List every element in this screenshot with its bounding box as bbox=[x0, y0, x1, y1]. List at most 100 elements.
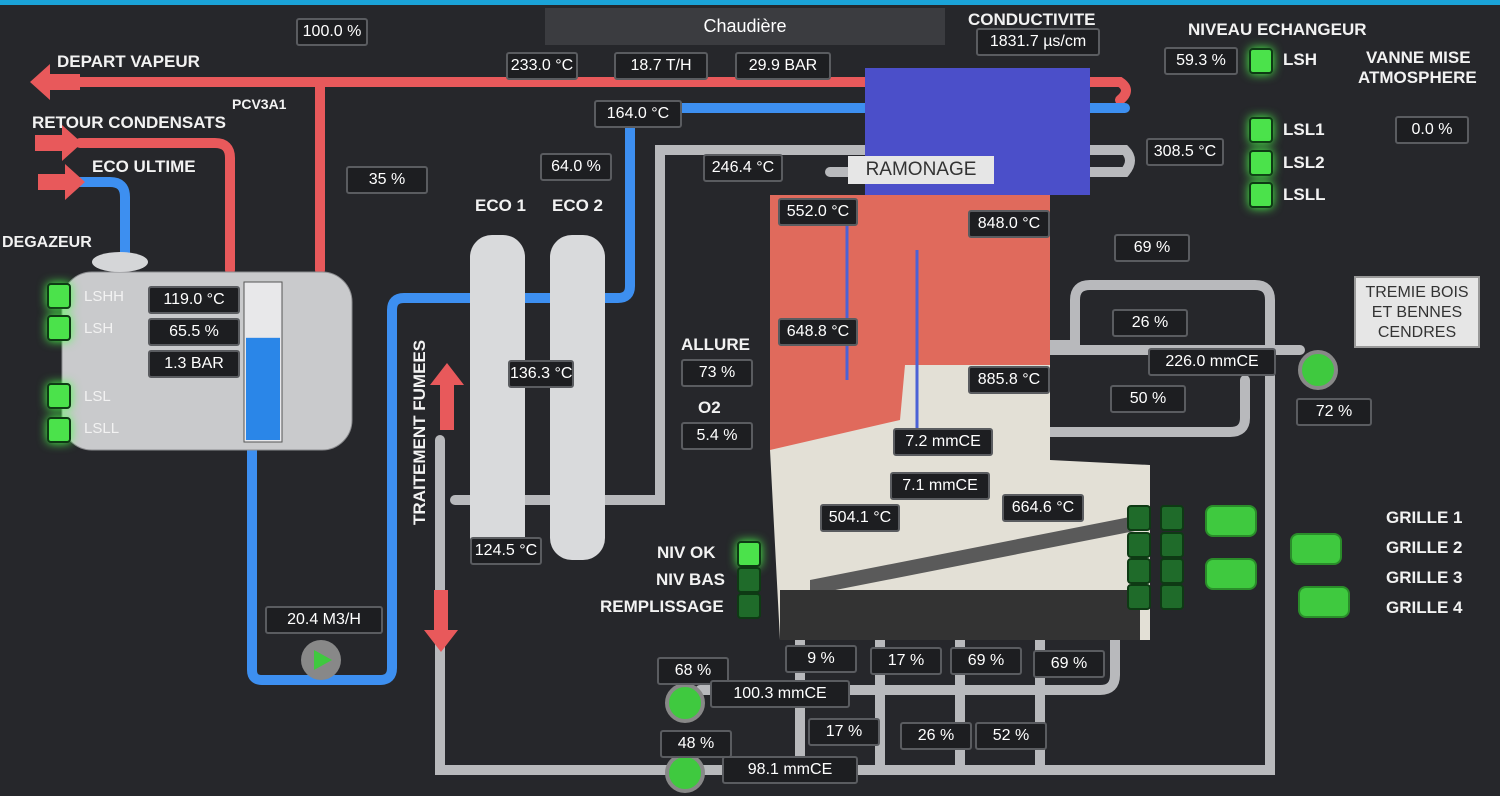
fan-68 bbox=[665, 683, 705, 723]
pcv-opening: 100.0 % bbox=[296, 18, 368, 46]
o2-value: 5.4 % bbox=[681, 422, 753, 450]
temp-848: 848.0 °C bbox=[968, 210, 1050, 238]
label-pcv: PCV3A1 bbox=[232, 96, 287, 112]
degazeur-level: 65.5 % bbox=[148, 318, 240, 346]
pressure-100: 100.3 mmCE bbox=[710, 680, 850, 708]
label-o2: O2 bbox=[698, 398, 721, 417]
ash-hopper bbox=[780, 590, 1140, 640]
underfire-17: 17 % bbox=[870, 647, 942, 675]
label-niv-ok: NIV OK bbox=[657, 543, 716, 562]
pressure-98: 98.1 mmCE bbox=[722, 756, 858, 784]
steam-pipes bbox=[55, 77, 1131, 275]
tremie-button[interactable]: TREMIE BOIS ET BENNES CENDRES bbox=[1354, 276, 1480, 348]
label-degazeur: DEGAZEUR bbox=[2, 234, 92, 251]
lsll-label: LSLL bbox=[84, 420, 120, 437]
echangeur-lsl2-label: LSL2 bbox=[1283, 153, 1325, 172]
secondary-26: 26 % bbox=[900, 722, 972, 750]
secondary-52: 52 % bbox=[975, 722, 1047, 750]
valve-35: 35 % bbox=[346, 166, 428, 194]
grille-led bbox=[1127, 505, 1151, 531]
valve-64: 64.0 % bbox=[540, 153, 612, 181]
echangeur-level: 59.3 % bbox=[1164, 47, 1238, 75]
pressure-71: 7.1 mmCE bbox=[890, 472, 990, 500]
label-grille1: GRILLE 1 bbox=[1386, 508, 1463, 527]
temp-246: 246.4 °C bbox=[703, 154, 783, 182]
vanne-atm-opening: 0.0 % bbox=[1395, 116, 1469, 144]
flow-arrows bbox=[30, 64, 464, 652]
label-traitement-fumees: TRAITEMENT FUMEES bbox=[410, 339, 429, 525]
eco-temp: 136.3 °C bbox=[508, 360, 574, 388]
grille-led bbox=[1127, 558, 1151, 584]
eco2-column bbox=[550, 235, 605, 560]
fan-68-speed: 68 % bbox=[657, 657, 729, 685]
label-eco1: ECO 1 bbox=[475, 196, 527, 215]
niv-ok-led bbox=[737, 541, 761, 567]
grille4-motor[interactable] bbox=[1298, 586, 1350, 618]
temp-308: 308.5 °C bbox=[1146, 138, 1224, 166]
feed-temp: 164.0 °C bbox=[594, 100, 682, 128]
label-conductivite: CONDUCTIVITE bbox=[968, 10, 1096, 29]
label-retour-condensats: RETOUR CONDENSATS bbox=[32, 113, 226, 132]
fan-72 bbox=[1298, 350, 1338, 390]
grille2-motor[interactable] bbox=[1290, 533, 1342, 565]
niv-bas-led bbox=[737, 567, 761, 593]
lshh-label: LSHH bbox=[84, 288, 125, 305]
ramonage-button[interactable]: RAMONAGE bbox=[848, 156, 994, 184]
steam-flow: 18.7 T/H bbox=[614, 52, 708, 80]
grille-led bbox=[1160, 532, 1184, 558]
grille-led bbox=[1160, 558, 1184, 584]
temp-664: 664.6 °C bbox=[1002, 494, 1084, 522]
temp-648: 648.8 °C bbox=[778, 318, 858, 346]
echangeur-lsh-led bbox=[1249, 48, 1273, 74]
grille-led bbox=[1160, 584, 1184, 610]
underfire-9: 9 % bbox=[785, 645, 857, 673]
fan-48 bbox=[665, 753, 705, 793]
echangeur-lsll-label: LSLL bbox=[1283, 185, 1326, 204]
pressure-72: 7.2 mmCE bbox=[893, 428, 993, 456]
echangeur-lsl1-led bbox=[1249, 117, 1273, 143]
echangeur-lsh-label: LSH bbox=[1283, 50, 1317, 69]
echangeur-lsl2-led bbox=[1249, 150, 1273, 176]
label-grille3: GRILLE 3 bbox=[1386, 568, 1463, 587]
label-niveau-echangeur: NIVEAU ECHANGEUR bbox=[1188, 20, 1367, 39]
lshh-led bbox=[47, 283, 71, 309]
underfire-69a: 69 % bbox=[950, 647, 1022, 675]
feed-flow: 20.4 M3/H bbox=[265, 606, 383, 634]
grille-led bbox=[1160, 505, 1184, 531]
label-atmosphere: ATMOSPHERE bbox=[1358, 68, 1477, 87]
label-grille2: GRILLE 2 bbox=[1386, 538, 1463, 557]
lsl-led bbox=[47, 383, 71, 409]
valve-69: 69 % bbox=[1114, 234, 1190, 262]
echangeur-lsl1-label: LSL1 bbox=[1283, 120, 1325, 139]
underfire-69b: 69 % bbox=[1033, 650, 1105, 678]
eco-out-temp: 124.5 °C bbox=[470, 537, 542, 565]
grille3-motor[interactable] bbox=[1205, 558, 1257, 590]
label-depart-vapeur: DEPART VAPEUR bbox=[57, 52, 200, 71]
steam-temp: 233.0 °C bbox=[506, 52, 578, 80]
allure-value: 73 % bbox=[681, 359, 753, 387]
label-niv-bas: NIV BAS bbox=[656, 570, 725, 589]
echangeur-lsll-led bbox=[1249, 182, 1273, 208]
conductivity: 1831.7 µs/cm bbox=[976, 28, 1100, 56]
eco1-column bbox=[470, 235, 525, 560]
temp-552: 552.0 °C bbox=[778, 198, 858, 226]
grate bbox=[810, 515, 1140, 595]
pressure-226: 226.0 mmCE bbox=[1148, 348, 1276, 376]
temp-504: 504.1 °C bbox=[820, 504, 900, 532]
fan-72-speed: 72 % bbox=[1296, 398, 1372, 426]
valve-26: 26 % bbox=[1112, 309, 1188, 337]
label-grille4: GRILLE 4 bbox=[1386, 598, 1463, 617]
lsl-label: LSL bbox=[84, 388, 111, 405]
label-remplissage: REMPLISSAGE bbox=[600, 597, 724, 616]
lsh-label: LSH bbox=[84, 320, 114, 337]
label-eco2: ECO 2 bbox=[552, 196, 604, 215]
label-eco-ultime: ECO ULTIME bbox=[92, 157, 196, 176]
page-title: Chaudière bbox=[545, 8, 945, 45]
label-vanne-mise: VANNE MISE bbox=[1366, 48, 1471, 67]
label-allure: ALLURE bbox=[681, 335, 750, 354]
grille-led bbox=[1127, 584, 1151, 610]
grille1-motor[interactable] bbox=[1205, 505, 1257, 537]
grille-led bbox=[1127, 532, 1151, 558]
fan-48-speed: 48 % bbox=[660, 730, 732, 758]
